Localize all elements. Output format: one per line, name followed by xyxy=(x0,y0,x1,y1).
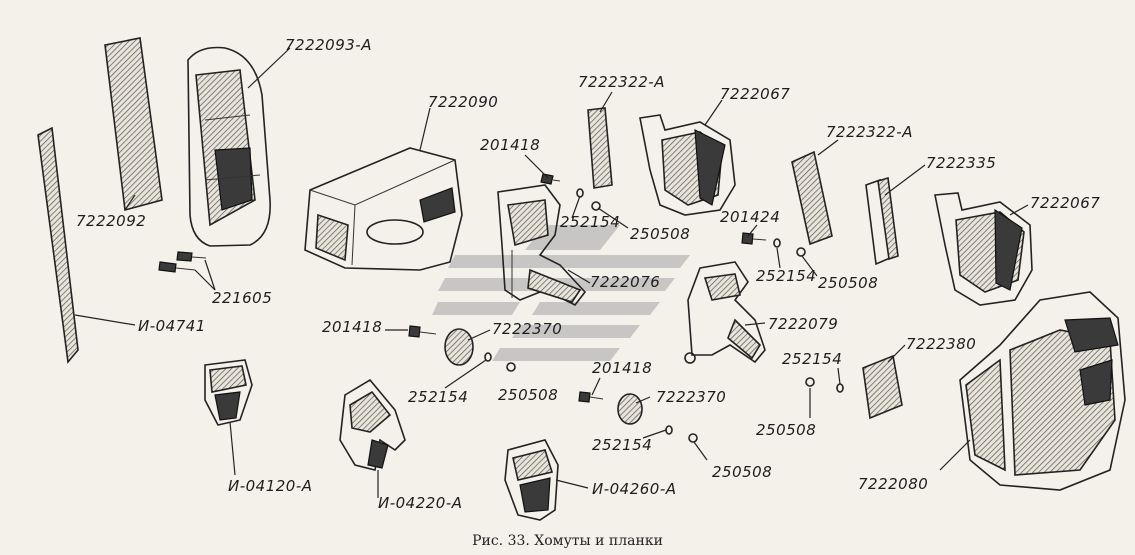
label-7222076: 7222076 xyxy=(590,273,661,291)
washers-right xyxy=(805,377,844,393)
plate-7222322a-a xyxy=(587,107,613,189)
label-252154-a: 252154 xyxy=(560,213,621,231)
strip-i04741 xyxy=(37,126,79,364)
label-7222090: 7222090 xyxy=(428,93,499,111)
disc-7222370-a xyxy=(444,328,474,366)
label-201418-a: 201418 xyxy=(480,136,541,154)
clamp-7222067-a xyxy=(639,114,736,216)
label-250508-c: 250508 xyxy=(818,274,879,292)
label-252154-e: 252154 xyxy=(782,350,843,368)
label-i04260a: И-04260-А xyxy=(592,480,677,498)
label-250508-e: 250508 xyxy=(756,421,817,439)
plate-7222092 xyxy=(104,37,163,212)
label-7222380: 7222380 xyxy=(906,335,977,353)
label-221605: 221605 xyxy=(212,289,273,307)
leader-lines xyxy=(74,47,1029,498)
bolt-201424 xyxy=(741,232,806,257)
label-7222080: 7222080 xyxy=(858,475,929,493)
label-7222370-b: 7222370 xyxy=(656,388,727,406)
clamp-7222093a xyxy=(187,46,271,247)
part-i04220a xyxy=(339,378,406,471)
bracket-7222090 xyxy=(304,147,463,271)
part-i04260a xyxy=(504,439,559,521)
bracket-7222079 xyxy=(684,261,766,364)
plate-7222380 xyxy=(862,354,903,420)
label-i04741: И-04741 xyxy=(138,317,206,335)
label-201418-b: 201418 xyxy=(322,318,383,336)
label-7222093a: 7222093-А xyxy=(285,36,372,54)
label-7222079: 7222079 xyxy=(768,315,839,333)
bracket-7222076 xyxy=(497,184,587,307)
label-250508-b: 250508 xyxy=(498,386,559,404)
label-252154-b: 252154 xyxy=(408,388,469,406)
bolt-201418-a xyxy=(408,325,437,338)
label-7222322a-a: 7222322-А xyxy=(578,73,665,91)
label-7222335: 7222335 xyxy=(926,154,997,172)
housing-7222080 xyxy=(959,291,1126,491)
label-i04220a: И-04220-А xyxy=(378,494,463,512)
label-i04120a: И-04120-А xyxy=(228,477,313,495)
bolts-221605 xyxy=(158,251,207,273)
plate-7222322a-b xyxy=(791,150,833,246)
washers-a xyxy=(484,352,516,372)
bar-7222335 xyxy=(865,176,899,266)
figure-caption: Рис. 33. Хомуты и планки xyxy=(472,533,663,549)
label-250508-d: 250508 xyxy=(712,463,773,481)
label-201424: 201424 xyxy=(720,208,781,226)
label-252154-d: 252154 xyxy=(592,436,653,454)
label-7222067-a: 7222067 xyxy=(720,85,791,103)
bolt-201418-c xyxy=(578,391,604,403)
label-7222067-b: 7222067 xyxy=(1030,194,1101,212)
bolt-201418-top xyxy=(540,173,601,211)
label-252154-c: 252154 xyxy=(756,267,817,285)
label-7222092: 7222092 xyxy=(76,212,147,230)
label-7222322a-b: 7222322-А xyxy=(826,123,913,141)
label-7222370-a: 7222370 xyxy=(492,320,563,338)
clamp-7222067-b xyxy=(934,192,1033,306)
part-i04120a xyxy=(204,359,253,426)
label-201418-c: 201418 xyxy=(592,359,653,377)
label-250508-a: 250508 xyxy=(630,225,691,243)
